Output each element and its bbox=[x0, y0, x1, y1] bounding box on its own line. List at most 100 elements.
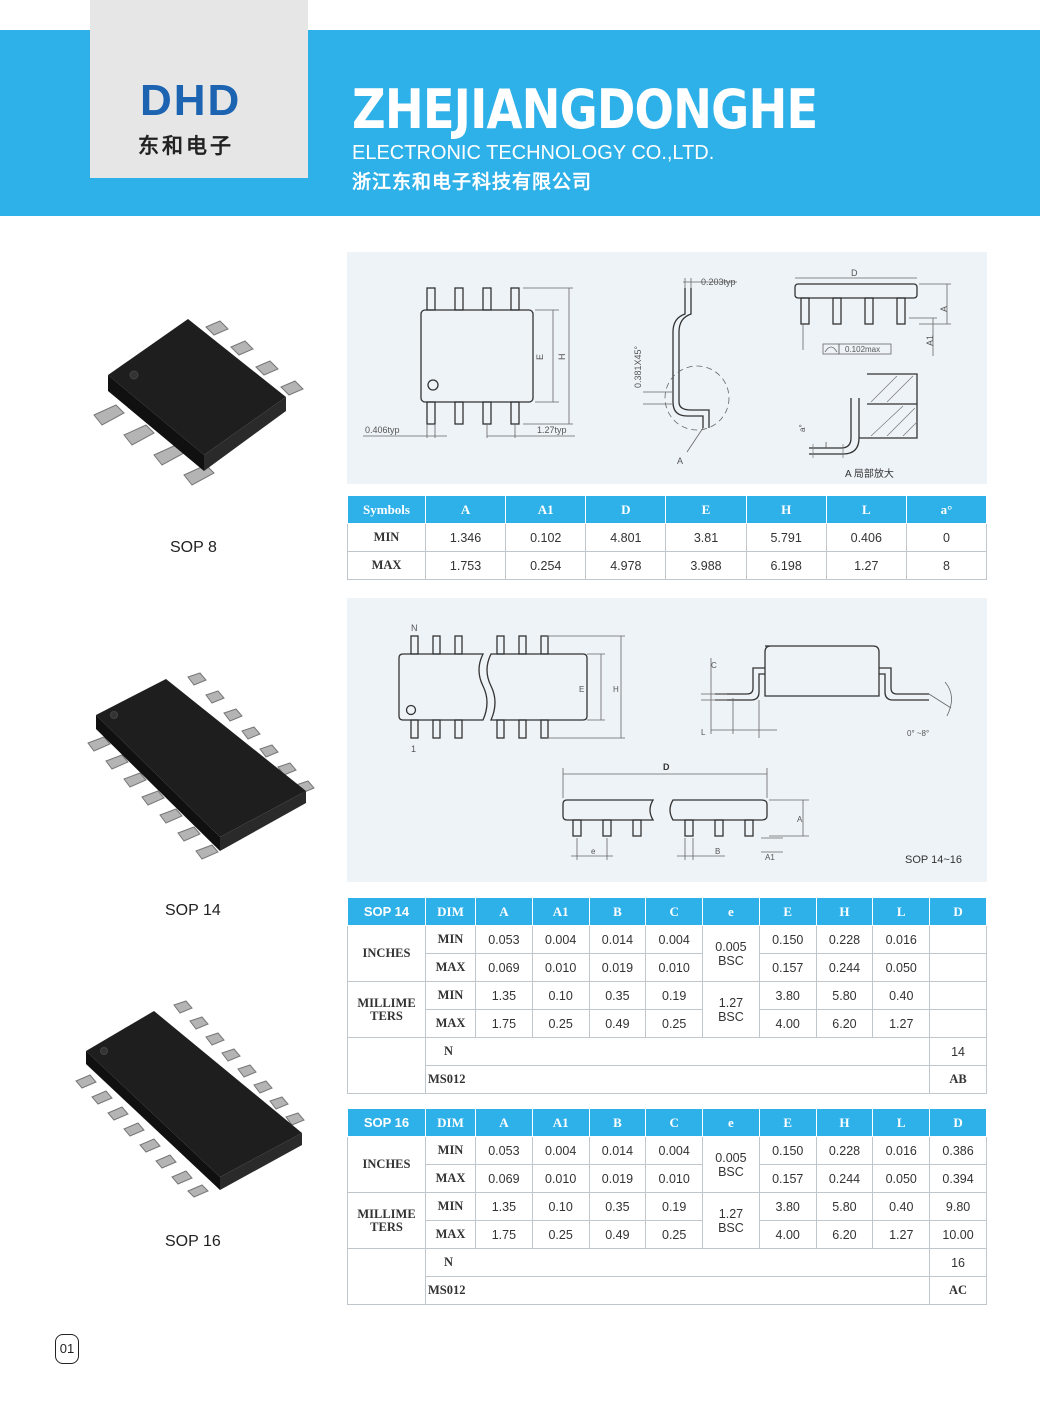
cell: 0.010 bbox=[645, 953, 704, 982]
row-label: MIN bbox=[425, 1136, 476, 1165]
header-cell: B bbox=[588, 1108, 647, 1137]
table-row: MAX 1.753 0.254 4.978 3.988 6.198 1.27 8 bbox=[347, 551, 988, 580]
cell: 0.050 bbox=[872, 1164, 931, 1193]
cell: 0.150 bbox=[758, 1136, 817, 1165]
cell: 0.40 bbox=[872, 981, 931, 1010]
table-row: MAX 0.069 0.010 0.019 0.010 0.157 0.244 … bbox=[348, 1164, 987, 1193]
cell: 1.346 bbox=[424, 523, 507, 552]
dim-e: e bbox=[591, 847, 596, 856]
table-header-row: Symbols A A1 D E H L a° bbox=[347, 495, 988, 524]
sop8-label: SOP 8 bbox=[170, 539, 217, 556]
cell: 0.014 bbox=[588, 1136, 647, 1165]
e-bsc: BSC bbox=[718, 1164, 744, 1179]
dim-A1: A1 bbox=[765, 853, 775, 862]
detail-caption: A 局部放大 bbox=[845, 467, 894, 480]
cell: 0.25 bbox=[645, 1009, 704, 1038]
dim-L: L bbox=[825, 441, 830, 450]
cell: 3.81 bbox=[665, 523, 747, 552]
table-row: N 14 bbox=[347, 1037, 987, 1094]
header-cell: Symbols bbox=[347, 495, 426, 524]
dim-A: A bbox=[939, 306, 949, 312]
cell: 0.010 bbox=[531, 1164, 590, 1193]
company-logo: DHD bbox=[140, 76, 242, 125]
cell bbox=[929, 1009, 987, 1038]
header-cell: E bbox=[665, 495, 747, 524]
cell: 0.014 bbox=[588, 925, 647, 954]
unit-mm-label: MILLIME TERS bbox=[347, 981, 426, 1038]
sop16-label: SOP 16 bbox=[165, 1233, 221, 1250]
header-cell: A bbox=[475, 1108, 533, 1137]
cell: 0.069 bbox=[475, 1164, 533, 1193]
row-label: MAX bbox=[425, 953, 476, 982]
e-mm-bsc: BSC bbox=[718, 1009, 744, 1024]
header-cell: D bbox=[585, 495, 667, 524]
table-row: MILLIME TERS MIN 1.35 0.10 0.35 0.19 1.2… bbox=[347, 1192, 987, 1249]
row-label: MAX bbox=[347, 551, 426, 580]
blank-cell bbox=[347, 1248, 426, 1305]
sop14-label: SOP 14 bbox=[165, 902, 221, 919]
cell: 0.019 bbox=[588, 1164, 647, 1193]
header-cell: SOP 16 bbox=[347, 1108, 426, 1137]
row-label: MAX bbox=[425, 1220, 476, 1249]
cell: 1.75 bbox=[475, 1009, 533, 1038]
pin-count-value: 16 bbox=[929, 1248, 987, 1277]
header-cell: A1 bbox=[531, 1108, 590, 1137]
pin-1-label: 1 bbox=[411, 744, 416, 754]
cell: 0.19 bbox=[645, 981, 704, 1010]
cell: 4.801 bbox=[585, 523, 667, 552]
pin-count-label: N bbox=[424, 1037, 931, 1066]
table-row: INCHES MIN 0.053 0.004 0.014 0.004 0.005… bbox=[347, 1136, 987, 1193]
cell: 3.80 bbox=[758, 1192, 817, 1221]
standard-value: AC bbox=[929, 1276, 987, 1305]
cell: 0.35 bbox=[588, 1192, 647, 1221]
table-row: MS012 AB bbox=[348, 1065, 987, 1094]
header-cell: DIM bbox=[425, 1108, 476, 1137]
company-name: ZHEJIANGDONGHE bbox=[352, 78, 818, 141]
row-label: MIN bbox=[425, 981, 476, 1010]
unit-inches-label: INCHES bbox=[347, 925, 426, 982]
e-value: 0.005 bbox=[715, 939, 747, 954]
cell: 8 bbox=[905, 551, 988, 580]
cell: 0.49 bbox=[588, 1220, 647, 1249]
table-row: MILLIME TERS MIN 1.35 0.10 0.35 0.19 1.2… bbox=[347, 981, 987, 1038]
cell: 1.35 bbox=[475, 1192, 533, 1221]
cell: 1.35 bbox=[475, 981, 533, 1010]
cell: 10.00 bbox=[929, 1220, 987, 1249]
cell: 0.069 bbox=[475, 953, 533, 982]
cell: 4.00 bbox=[758, 1220, 817, 1249]
diagram-caption: SOP 14~16 bbox=[905, 854, 962, 866]
standard-value: AB bbox=[929, 1065, 987, 1094]
row-label: MAX bbox=[425, 1164, 476, 1193]
unit-mm-label: MILLIME TERS bbox=[347, 1192, 426, 1249]
cell: 0.254 bbox=[505, 551, 587, 580]
dim-L: L bbox=[701, 728, 706, 737]
dim-127typ: 1.27typ bbox=[537, 425, 567, 435]
cell: 0.25 bbox=[531, 1220, 590, 1249]
table-row: MS012 AC bbox=[348, 1276, 987, 1305]
header-cell: H bbox=[815, 1108, 874, 1137]
cell: 1.27 bbox=[872, 1009, 931, 1038]
sop16-chip-image bbox=[75, 1000, 305, 1198]
header-cell: D bbox=[929, 897, 987, 926]
cell: 0.228 bbox=[815, 1136, 874, 1165]
cell: 0.053 bbox=[475, 1136, 533, 1165]
row-label: MIN bbox=[347, 523, 426, 552]
cell: 0.004 bbox=[645, 925, 704, 954]
sop8-dimension-drawing: E H 0.406typ 1.27typ 0.203typ 0.381X45° … bbox=[363, 268, 951, 480]
cell: 0.10 bbox=[531, 1192, 590, 1221]
page-number: 01 bbox=[55, 1334, 79, 1364]
header-cell: H bbox=[815, 897, 874, 926]
header-cell: C bbox=[645, 897, 704, 926]
cell: 1.27 bbox=[825, 551, 907, 580]
e-bsc: BSC bbox=[718, 953, 744, 968]
cell: 4.978 bbox=[585, 551, 667, 580]
header-cell: L bbox=[872, 1108, 931, 1137]
cell: 0.157 bbox=[758, 953, 817, 982]
table-row: MAX 1.75 0.25 0.49 0.25 4.00 6.20 1.27 bbox=[348, 1009, 987, 1038]
cell: 0.10 bbox=[531, 981, 590, 1010]
cell: 0.19 bbox=[645, 1192, 704, 1221]
sop8-spec-table: Symbols A A1 D E H L a° MIN 1.346 0.102 … bbox=[347, 495, 988, 580]
dim-0406typ: 0.406typ bbox=[365, 425, 400, 435]
